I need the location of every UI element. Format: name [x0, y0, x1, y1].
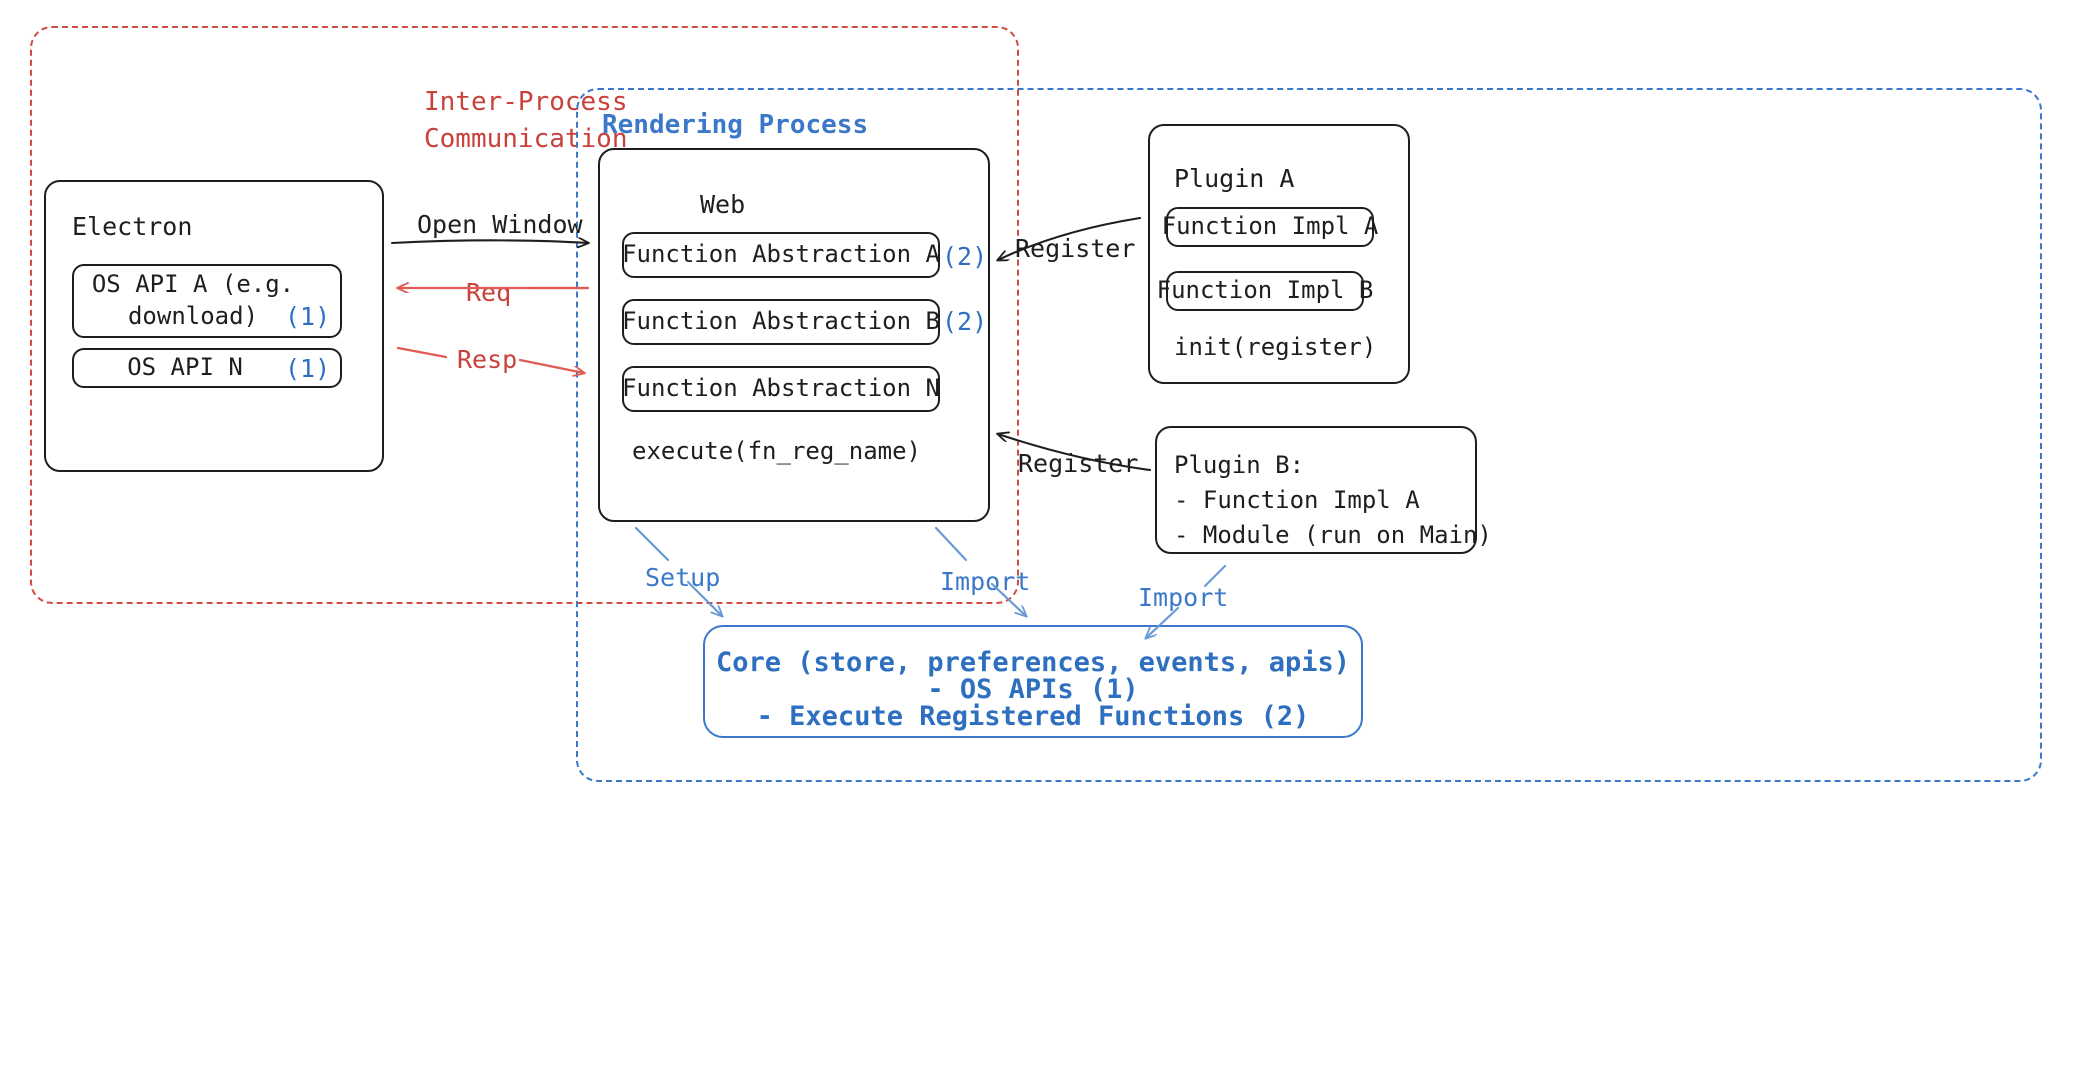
rendering-group-label: Rendering Process	[602, 110, 869, 140]
os-api-n-marker: (1)	[285, 354, 331, 383]
setup-label: Setup	[645, 563, 721, 592]
resp-label: Resp	[457, 345, 518, 374]
function-abstraction-n-box[interactable]: Function Abstraction N	[622, 366, 940, 412]
os-api-n-label: OS API N	[127, 353, 243, 382]
plugin-a-init-label: init(register)	[1174, 333, 1377, 361]
function-abstraction-a-label: Function Abstraction A	[622, 240, 940, 269]
core-line-2: - OS APIs (1)	[927, 674, 1139, 705]
function-abstraction-a-marker: (2)	[942, 242, 988, 271]
os-api-a-box[interactable]: OS API A (e.g. download)	[72, 264, 342, 338]
core-line-1: Core (store, preferences, events, apis)	[716, 647, 1350, 678]
function-abstraction-b-box[interactable]: Function Abstraction B	[622, 299, 940, 345]
register-plugin-b-label: Register	[1018, 449, 1139, 478]
import-plugin-b-label: Import	[1138, 583, 1229, 612]
electron-title: Electron	[72, 212, 193, 241]
function-abstraction-b-marker: (2)	[942, 307, 988, 336]
req-label: Req	[466, 278, 512, 307]
os-api-n-box[interactable]: OS API N	[72, 348, 342, 388]
plugin-a-box[interactable]	[1148, 124, 1410, 384]
function-abstraction-n-label: Function Abstraction N	[622, 374, 940, 403]
open-window-label: Open Window	[417, 210, 583, 239]
web-title: Web	[700, 190, 746, 219]
ipc-group-label: Inter-Process Communication	[424, 87, 628, 154]
function-abstraction-b-label: Function Abstraction B	[622, 307, 940, 336]
web-execute-label: execute(fn_reg_name)	[632, 437, 921, 465]
core-box[interactable]	[703, 625, 1363, 738]
import-web-label: Import	[940, 567, 1031, 596]
plugin-b-line-1: Plugin B:	[1174, 451, 1305, 479]
plugin-a-impl-b-label: Function Impl B	[1156, 276, 1374, 305]
core-line-3: - Execute Registered Functions (2)	[756, 701, 1310, 732]
plugin-a-impl-a-box[interactable]: Function Impl A	[1162, 207, 1378, 247]
plugin-a-impl-b-box[interactable]: Function Impl B	[1157, 271, 1373, 311]
plugin-b-box[interactable]	[1155, 426, 1477, 554]
plugin-a-impl-a-label: Function Impl A	[1161, 212, 1379, 241]
os-api-a-marker: (1)	[285, 302, 331, 331]
os-api-a-label: OS API A (e.g. download)	[91, 270, 295, 330]
plugin-b-line-3: - Module (run on Main)	[1174, 521, 1492, 549]
plugin-a-title: Plugin A	[1174, 164, 1295, 193]
register-plugin-a-label: Register	[1015, 234, 1136, 263]
plugin-b-line-2: - Function Impl A	[1174, 486, 1420, 514]
function-abstraction-a-box[interactable]: Function Abstraction A	[622, 232, 940, 278]
